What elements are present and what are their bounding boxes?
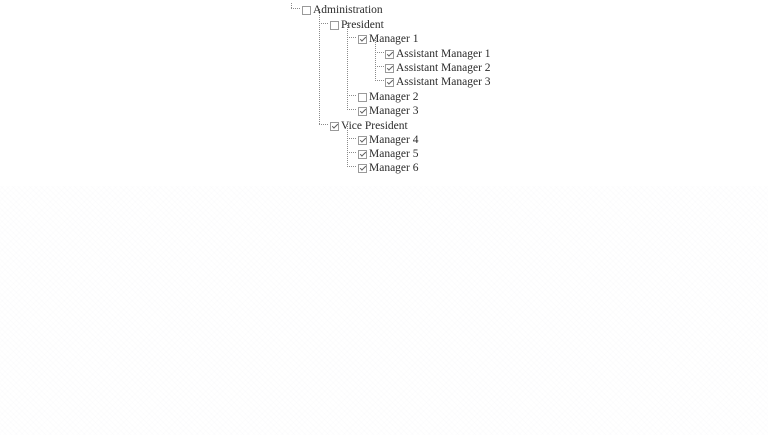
tree-connector-vertical <box>291 3 292 9</box>
tree-node-president[interactable]: President <box>330 18 384 32</box>
checkbox-unchecked-icon[interactable] <box>358 92 367 102</box>
checkbox-checked-icon[interactable] <box>358 106 367 116</box>
tree-node-manager-5[interactable]: Manager 5 <box>358 147 419 161</box>
tree-node-label: Manager 3 <box>369 105 419 117</box>
tree-node-label: President <box>341 19 384 31</box>
tree-connector-vertical <box>347 23 348 110</box>
tree-connector-vertical <box>375 38 376 81</box>
tree-node-administration[interactable]: Administration <box>302 3 383 17</box>
checkbox-checked-icon[interactable] <box>385 49 394 59</box>
tree-connector-horizontal <box>347 95 357 96</box>
checkbox-checked-icon[interactable] <box>385 77 394 87</box>
tree-connector-horizontal <box>347 109 357 110</box>
checkbox-checked-icon[interactable] <box>385 63 394 73</box>
tree-node-label: Assistant Manager 3 <box>396 76 491 88</box>
tree-node-manager-3[interactable]: Manager 3 <box>358 104 419 118</box>
tree-connector-horizontal <box>347 166 357 167</box>
tree-connector-horizontal <box>347 37 357 38</box>
checkbox-unchecked-icon[interactable] <box>302 5 311 15</box>
tree-node-manager-6[interactable]: Manager 6 <box>358 161 419 175</box>
checkbox-checked-icon[interactable] <box>358 135 367 145</box>
tree-connector-vertical <box>319 9 320 124</box>
tree-node-label: Manager 5 <box>369 148 419 160</box>
tree-node-label: Manager 1 <box>369 33 419 45</box>
tree-connector-vertical <box>347 124 348 167</box>
tree-node-label: Manager 6 <box>369 162 419 174</box>
tree-node-manager-2[interactable]: Manager 2 <box>358 90 419 104</box>
checkbox-unchecked-icon[interactable] <box>330 20 339 30</box>
tree-node-assistant-manager-3[interactable]: Assistant Manager 3 <box>385 75 491 89</box>
checkbox-checked-icon[interactable] <box>358 163 367 173</box>
tree-connector-horizontal <box>319 124 329 125</box>
checkbox-checked-icon[interactable] <box>358 149 367 159</box>
checkbox-checked-icon[interactable] <box>358 34 367 44</box>
tree-node-label: Administration <box>313 4 383 16</box>
tree-node-manager-4[interactable]: Manager 4 <box>358 133 419 147</box>
tree-node-manager-1[interactable]: Manager 1 <box>358 32 419 46</box>
tree-node-label: Assistant Manager 2 <box>396 62 491 74</box>
tree-connector-horizontal <box>375 52 384 53</box>
tree-node-label: Manager 2 <box>369 91 419 103</box>
tree-node-vice-president[interactable]: Vice President <box>330 119 408 133</box>
checkbox-checked-icon[interactable] <box>330 121 339 131</box>
tree-connector-horizontal <box>347 138 357 139</box>
tree-connector-horizontal <box>347 152 357 153</box>
tree-connector-horizontal <box>319 23 329 24</box>
tree-node-label: Manager 4 <box>369 134 419 146</box>
tree-node-assistant-manager-2[interactable]: Assistant Manager 2 <box>385 61 491 75</box>
background-texture <box>0 186 768 435</box>
tree-connector-horizontal <box>375 66 384 67</box>
tree-connector-horizontal <box>291 8 301 9</box>
tree-connector-horizontal <box>375 80 384 81</box>
tree-node-assistant-manager-1[interactable]: Assistant Manager 1 <box>385 47 491 61</box>
tree-node-label: Assistant Manager 1 <box>396 48 491 60</box>
tree-node-label: Vice President <box>341 120 408 132</box>
